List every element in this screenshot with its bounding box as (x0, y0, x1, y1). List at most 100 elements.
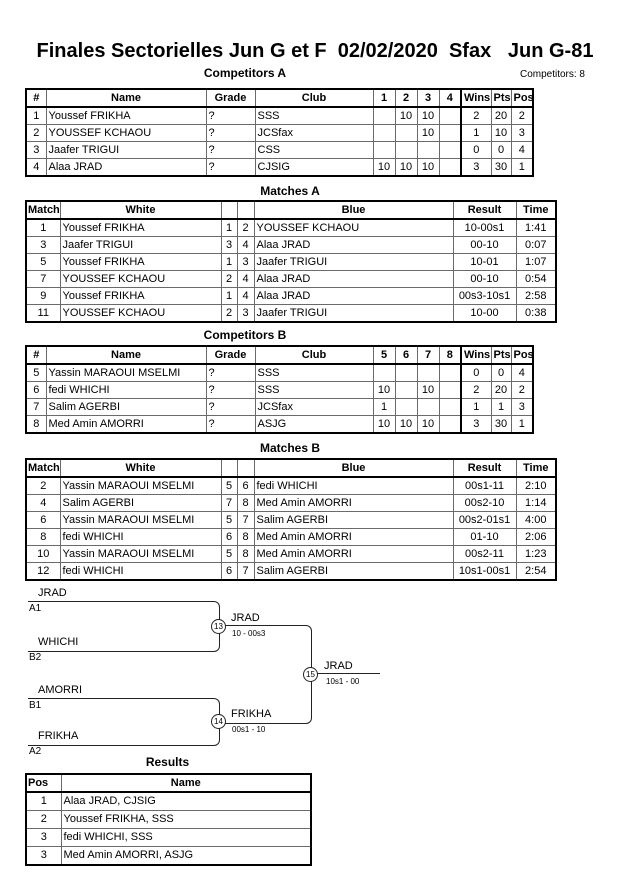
bracket-seed-label: B2 (29, 652, 42, 663)
cell-time: 2:06 (515, 528, 557, 546)
column-header: # (25, 345, 47, 365)
cell-score: 10 (394, 415, 418, 434)
column-header: White (59, 200, 222, 220)
column-header: 4 (438, 88, 462, 108)
cell-time: 0:54 (515, 270, 557, 288)
cell-white-name: YOUSSEF KCHAOU (59, 304, 222, 323)
column-header: Match (25, 200, 61, 220)
table-row: 8 fedi WHICHI 6 8 Med Amin AMORRI 01-10 … (25, 528, 557, 546)
section-title-results: Results (145, 755, 190, 769)
cell-score: 10 (416, 415, 440, 434)
bracket-pair-connector (28, 601, 220, 652)
section-title-matches-b: Matches B (259, 441, 321, 455)
table-header-row: # Name Grade Club 5 6 7 8 Wins Pts Pos (25, 345, 534, 365)
matches-b-table: Match White Blue Result Time 2 Yassin MA… (25, 458, 557, 581)
cell-grade: ? (205, 158, 256, 177)
bracket-winner-name: JRAD (231, 612, 260, 624)
cell-pos: 3 (25, 846, 62, 866)
cell-time: 1:23 (515, 545, 557, 563)
cell-white-name: fedi WHICHI (59, 562, 222, 581)
matches-a-table: Match White Blue Result Time 1 Youssef F… (25, 200, 557, 323)
cell-club: JCSfax (254, 398, 374, 416)
cell-pts: 30 (490, 158, 512, 177)
bracket-seed-label: A1 (29, 603, 42, 614)
table-row: 1 Youssef FRIKHA 1 2 YOUSSEF KCHAOU 10-0… (25, 218, 557, 237)
column-header: Pts (490, 88, 512, 108)
table-row: 7 YOUSSEF KCHAOU 2 4 Alaa JRAD 00-10 0:5… (25, 270, 557, 288)
bracket-winner-line (316, 673, 380, 674)
cell-club: SSS (254, 106, 374, 125)
cell-time: 2:58 (515, 287, 557, 305)
cell-name: Youssef FRIKHA, SSS (60, 810, 312, 829)
cell-name: Jaafer TRIGUI (45, 141, 207, 159)
table-row: 3 Jaafer TRIGUI ? CSS 0 0 4 (25, 141, 534, 159)
table-header-row: Match White Blue Result Time (25, 458, 557, 478)
table-header-row: # Name Grade Club 1 2 3 4 Wins Pts Pos (25, 88, 534, 108)
column-header: Blue (253, 458, 454, 478)
match-circle: 15 (303, 667, 318, 682)
cell-pos: 1 (25, 791, 62, 811)
cell-blue-name: fedi WHICHI (253, 476, 454, 495)
cell-blue-name: Med Amin AMORRI (253, 528, 454, 546)
bracket-result: 10 - 00s3 (232, 629, 266, 638)
table-row: 12 fedi WHICHI 6 7 Salim AGERBI 10s1-00s… (25, 562, 557, 581)
cell-wins: 3 (460, 158, 492, 177)
match-number: 15 (306, 670, 315, 679)
column-header: Club (254, 88, 374, 108)
bracket-seed-label: B1 (29, 700, 42, 711)
section-title-matches-a: Matches A (260, 184, 320, 198)
cell-white-no: 1 (220, 287, 238, 305)
column-header: Time (515, 458, 557, 478)
table-row: 2 Youssef FRIKHA, SSS (25, 810, 312, 829)
cell-pos: 4 (510, 141, 534, 159)
bracket-slot-name: WHICHI (38, 636, 79, 648)
cell-result: 00s2-11 (452, 545, 517, 563)
page-title: Finales Sectorielles Jun G et F 02/02/20… (36, 40, 594, 62)
column-header: Name (60, 773, 312, 793)
column-header: Pos (25, 773, 62, 793)
cell-result: 10-00 (452, 304, 517, 323)
cell-score: 10 (372, 415, 396, 434)
column-header: 2 (394, 88, 418, 108)
table-row: 1 Alaa JRAD, CJSIG (25, 791, 312, 811)
table-row: 11 YOUSSEF KCHAOU 2 3 Jaafer TRIGUI 10-0… (25, 304, 557, 323)
bracket-result: 10s1 - 00 (326, 677, 360, 686)
bracket-pair-connector (28, 698, 220, 746)
match-circle: 14 (211, 714, 226, 729)
bracket-result: 00s1 - 10 (232, 725, 266, 734)
bracket-winner-name: FRIKHA (231, 708, 272, 720)
column-header: Wins (460, 345, 492, 365)
cell-wins: 1 (460, 398, 492, 416)
column-header: Name (45, 88, 207, 108)
cell-white-name: Yassin MARAOUI MSELMI (59, 545, 222, 563)
table-row: 10 Yassin MARAOUI MSELMI 5 8 Med Amin AM… (25, 545, 557, 563)
table-row: 8 Med Amin AMORRI ? ASJG 10 10 10 3 30 1 (25, 415, 534, 434)
cell-pts: 20 (490, 381, 512, 399)
cell-white-name: Youssef FRIKHA (59, 287, 222, 305)
section-title-competitors-b: Competitors B (203, 328, 287, 342)
column-header: Time (515, 200, 557, 220)
cell-number: 3 (25, 141, 47, 159)
cell-time: 0:38 (515, 304, 557, 323)
match-number: 14 (214, 717, 223, 726)
cell-name: Alaa JRAD (45, 158, 207, 177)
cell-result: 00-10 (452, 270, 517, 288)
column-header: # (25, 88, 47, 108)
table-row: 7 Salim AGERBI ? JCSfax 1 1 1 3 (25, 398, 534, 416)
cell-blue-name: Salim AGERBI (253, 562, 454, 581)
bracket-slot-name: FRIKHA (38, 730, 79, 742)
cell-pos: 1 (510, 415, 534, 434)
cell-club: ASJG (254, 415, 374, 434)
column-header: Pos (510, 345, 534, 365)
cell-pos: 3 (25, 828, 62, 847)
competitors-count-label: Competitors: 8 (519, 69, 585, 80)
cell-pos: 2 (25, 810, 62, 829)
cell-pos: 4 (510, 363, 534, 382)
table-header-row: Pos Name (25, 773, 312, 793)
cell-result: 00s3-10s1 (452, 287, 517, 305)
table-row: 4 Alaa JRAD ? CJSIG 10 10 10 3 30 1 (25, 158, 534, 177)
cell-name: Med Amin AMORRI, ASJG (60, 846, 312, 866)
match-number: 13 (214, 622, 223, 631)
results-table: Pos Name 1 Alaa JRAD, CJSIG 2 Youssef FR… (25, 773, 312, 866)
